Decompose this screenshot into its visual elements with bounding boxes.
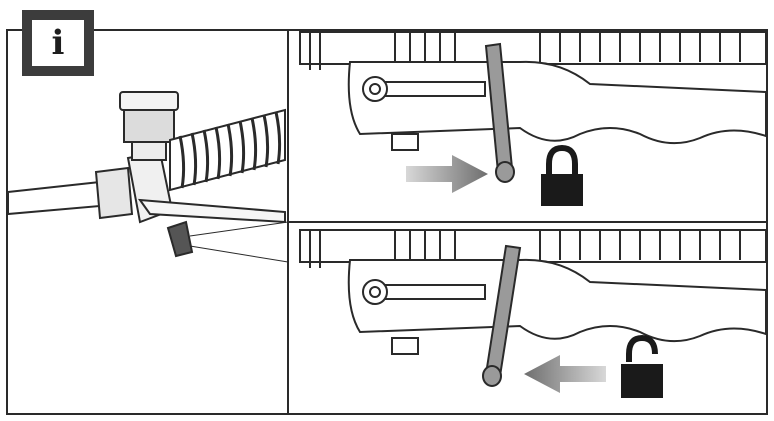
handle-illustration-unlocked (299, 229, 767, 387)
info-icon: i (30, 18, 86, 68)
arrow-right-icon (406, 155, 488, 193)
arrow-left-icon (524, 355, 606, 393)
unlocked-panel (299, 229, 767, 398)
handle-illustration-locked (299, 31, 767, 183)
info-badge: i (22, 10, 94, 76)
locked-panel (299, 31, 767, 206)
overview-illustration (7, 91, 289, 263)
lock-open-icon (621, 334, 663, 398)
lock-closed-icon (541, 144, 583, 206)
